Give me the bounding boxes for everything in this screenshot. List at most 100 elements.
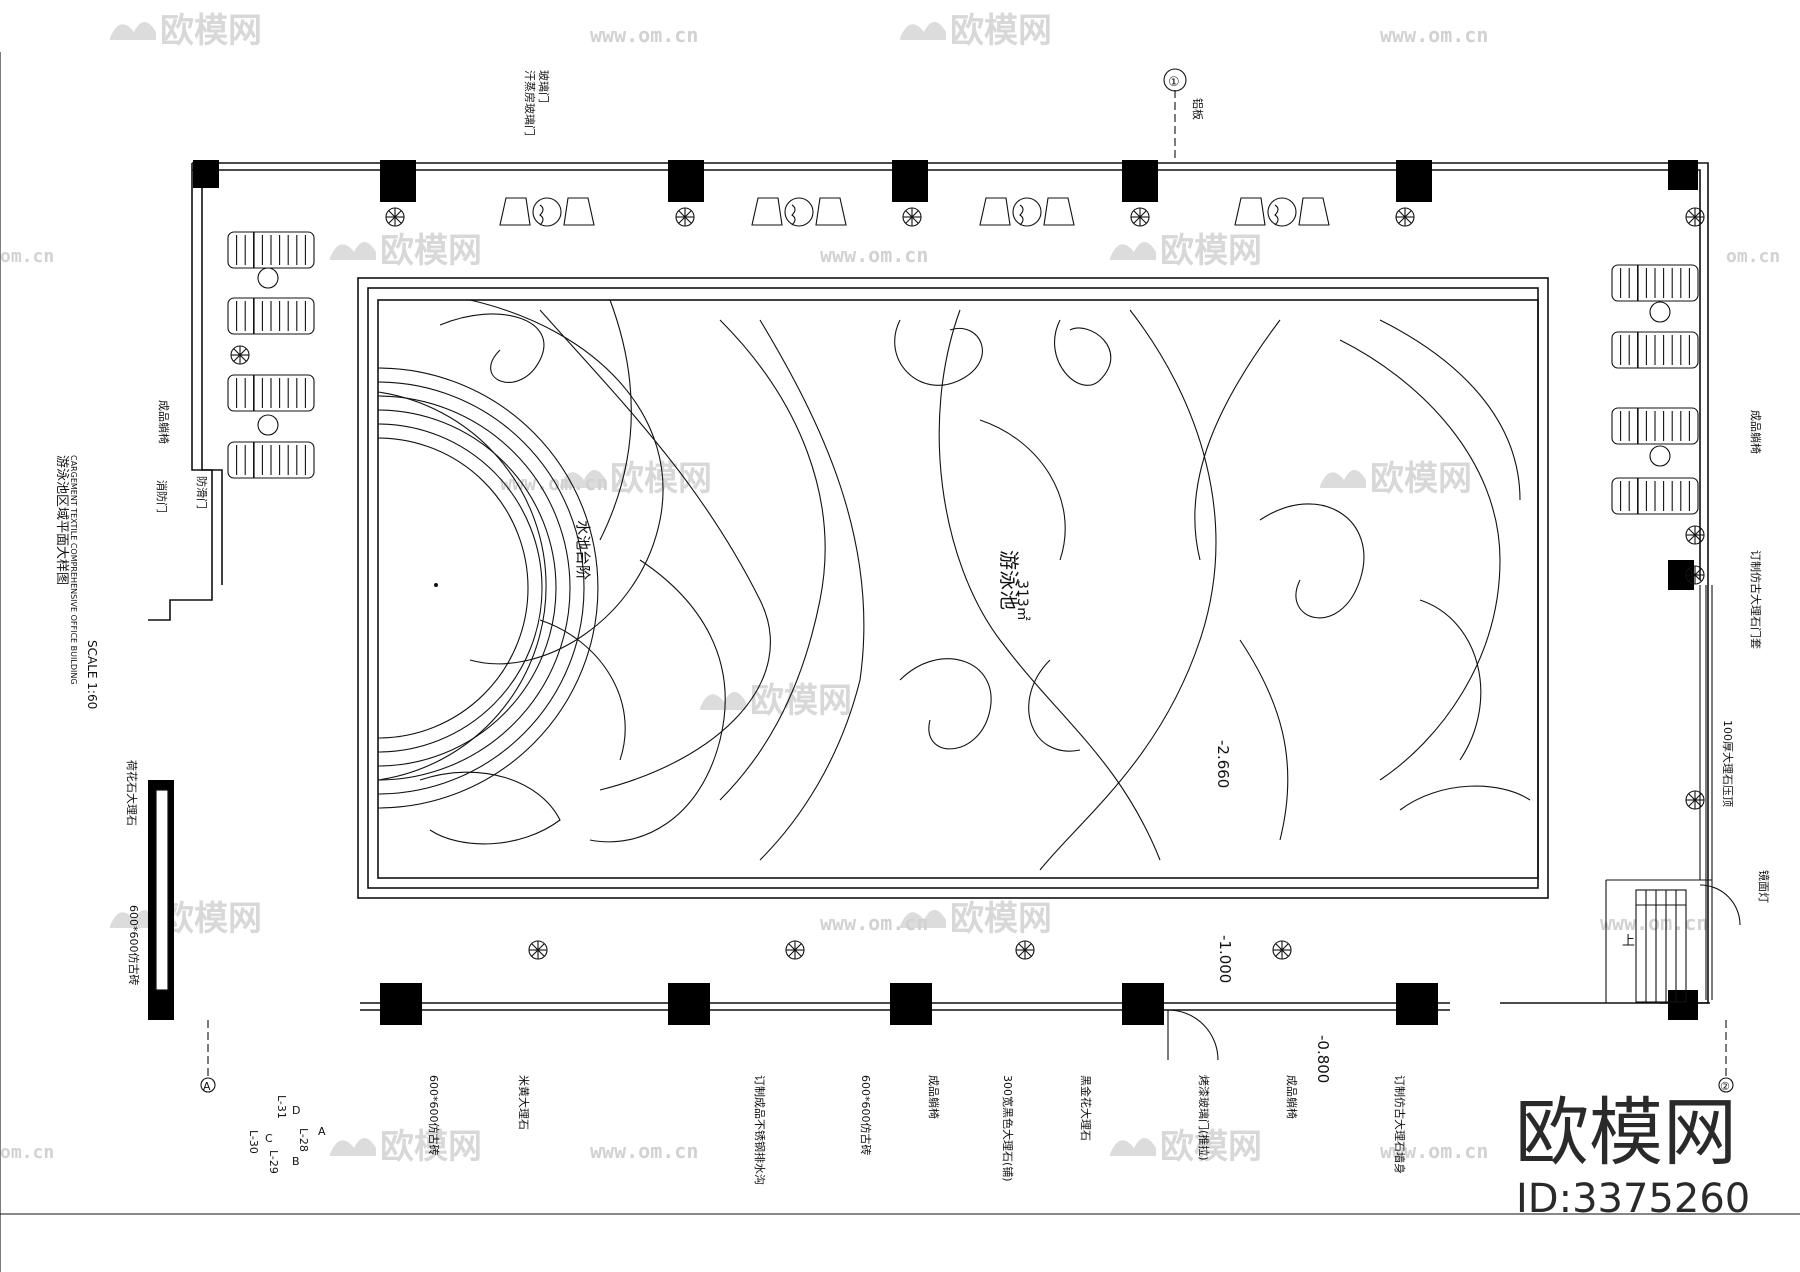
structural-columns (148, 160, 1698, 1025)
brand-id: ID:3375260 (1516, 1176, 1750, 1222)
watermark-icon (1320, 470, 1366, 488)
level-dot (434, 583, 438, 587)
lounge-chair (1611, 477, 1699, 515)
bottom-note: 订制仿古大理石墙身 (1393, 1075, 1407, 1174)
step-edge (377, 391, 547, 781)
side-table (1649, 445, 1671, 467)
watermark-icon (110, 910, 156, 928)
pool (357, 277, 1549, 899)
grid-axis (200, 68, 1734, 1093)
pool-name: 游泳池 (997, 550, 1021, 610)
watermark-icon (1110, 242, 1156, 260)
step-ring (377, 423, 543, 753)
side-table (257, 414, 279, 436)
watermark-icon (700, 692, 746, 710)
watermark-brand: 欧模网 (950, 899, 1052, 939)
plant (1685, 207, 1705, 227)
sec-ref-3: L-31 (275, 1095, 288, 1119)
drawing-scale: SCALE 1:60 (85, 640, 99, 709)
lounge-chairs (227, 231, 1699, 515)
plant (1130, 207, 1150, 227)
note-left-2: 消防门 (155, 480, 169, 513)
watermark-url: www.om.cn (590, 23, 698, 47)
level-deck: -1.000 (1216, 935, 1234, 983)
drawing-frame (0, 52, 1800, 1272)
note-right-1: 订制仿古大理石门套 (1749, 550, 1763, 649)
watermark-brand: 欧模网 (1160, 1127, 1262, 1167)
seating-group (1234, 197, 1330, 227)
watermark-url: www.om.cn (1380, 23, 1488, 47)
plant (1272, 940, 1292, 960)
sec-ref-6: B (292, 1155, 300, 1168)
lounge-chair (227, 374, 315, 412)
seating-groups (499, 197, 1330, 227)
seating-group (751, 197, 847, 227)
watermark-url: www.om.cn (590, 1139, 698, 1163)
step-ring (377, 395, 571, 781)
lounge-chair (227, 441, 315, 479)
watermark-brand: 欧模网 (1370, 459, 1472, 499)
watermark-brand: 欧模网 (380, 231, 482, 271)
note-right-2: 100厚大理石压顶 (1721, 720, 1735, 807)
seating-group (499, 197, 595, 227)
watermark-icon (110, 22, 156, 40)
watermark-url-short: om.cn (0, 246, 54, 267)
annotations: ① A ② 游泳池 313㎡ 水池台阶 -2.660 -1.000 -0.800… (54, 70, 1771, 1093)
watermark-brand: 欧模网 (380, 1127, 482, 1167)
drawing-title-cn: 游泳池区域平面大样图 (54, 455, 69, 585)
plant (675, 207, 695, 227)
watermark-url-short: om.cn (0, 1142, 54, 1163)
bottom-note: 黑金花大理石 (1079, 1075, 1093, 1141)
pool-steps (377, 367, 599, 809)
watermark-brand: 欧模网 (950, 11, 1052, 51)
note-top-2: 铝板 (1191, 98, 1205, 120)
side-table (1649, 301, 1671, 323)
axis-right-label: ② (1720, 1080, 1730, 1093)
plant (785, 940, 805, 960)
lounge-chair (227, 297, 315, 335)
lounge-chair (227, 231, 315, 269)
watermark-brand: 欧模网 (1160, 231, 1262, 271)
plant (528, 940, 548, 960)
stair-mark: 上 (1622, 934, 1635, 949)
step-ring (377, 381, 585, 795)
note-left-4: 600*600仿古砖 (127, 905, 141, 986)
note-left-1: 防滑门 (195, 476, 209, 509)
watermark-url-short: om.cn (1726, 246, 1780, 267)
level-entry: -0.800 (1314, 1035, 1332, 1083)
brand-block: 欧模网 ID:3375260 (1515, 1090, 1750, 1222)
lounge-chair (1611, 264, 1699, 302)
outer-wall (148, 162, 1713, 1011)
bottom-note: 600*600仿古砖 (859, 1075, 873, 1156)
plant (1685, 565, 1705, 585)
bottom-note: 成品躺椅 (1285, 1075, 1299, 1119)
note-top-0: 汗蒸房玻璃门 (523, 70, 537, 136)
side-table (257, 267, 279, 289)
note-right-0: 成品躺椅 (1749, 410, 1763, 454)
section-references: A L-28 D L-31 C L-30 B L-29 (247, 1095, 326, 1174)
sec-ref-4: C (265, 1132, 273, 1145)
watermark-icon (900, 910, 946, 928)
note-left-0: 成品躺椅 (157, 400, 171, 444)
plant (1685, 525, 1705, 545)
note-top-1: 玻璃门 (537, 70, 551, 103)
bottom-note: 300宽黑色大理石(铺) (1001, 1075, 1015, 1182)
watermark-brand: 欧模网 (750, 681, 852, 721)
watermark-icon (900, 22, 946, 40)
potted-plants (230, 207, 1705, 960)
seating-group (979, 197, 1075, 227)
watermark-url: www.om.cn (500, 471, 608, 495)
plant (1395, 207, 1415, 227)
bottom-note: 米黄大理石 (517, 1075, 531, 1130)
step-label: 水池台阶 (574, 520, 592, 580)
plant (1015, 940, 1035, 960)
sec-ref-1: L-28 (297, 1128, 310, 1152)
pool-area: 313㎡ (1014, 580, 1030, 621)
bottom-note: 订制成品不锈钢排水沟 (753, 1075, 767, 1185)
watermark-brand: 欧模网 (160, 899, 262, 939)
plant (1685, 790, 1705, 810)
bottom-note: 成品躺椅 (927, 1075, 941, 1119)
watermark-brand: 欧模网 (160, 11, 262, 51)
